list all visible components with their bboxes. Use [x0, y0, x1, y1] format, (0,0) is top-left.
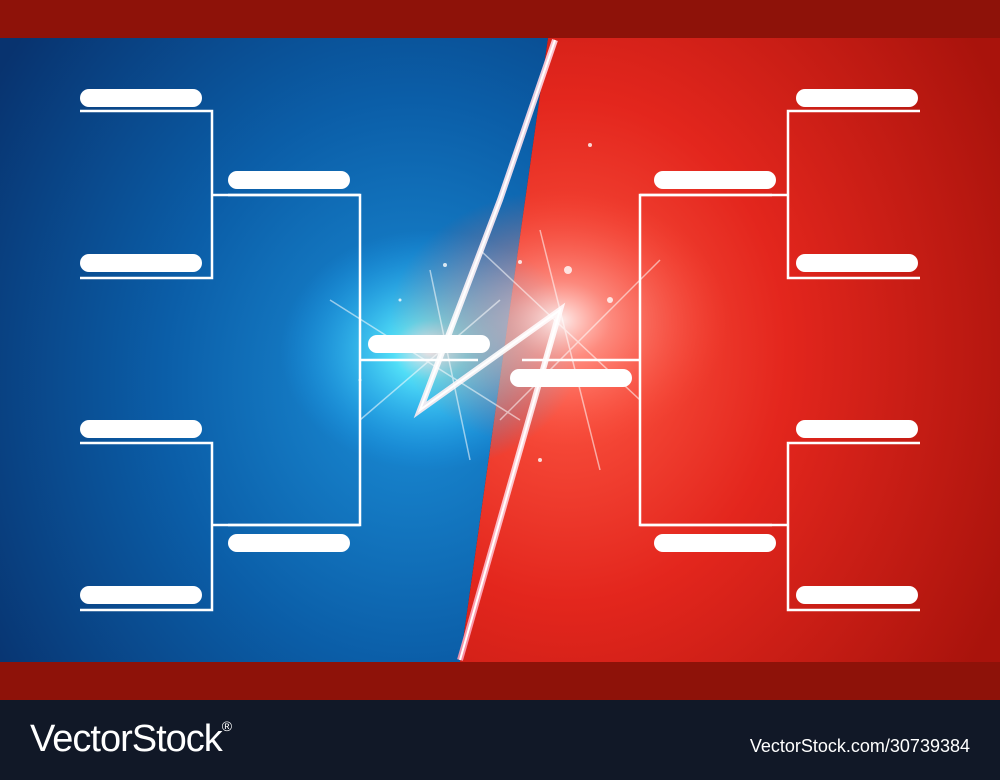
right-round1-slot-1[interactable]: [796, 89, 918, 107]
brand-name: VectorStock: [30, 718, 223, 760]
left-round2-slot-1[interactable]: [228, 171, 350, 189]
right-bracket-lines: [522, 109, 920, 612]
left-bracket-lines: [80, 109, 478, 612]
brand-logo: VectorStock®: [30, 718, 232, 761]
left-round1-slot-2[interactable]: [80, 254, 202, 272]
image-credit: VectorStock.com/30739384: [749, 736, 970, 756]
left-semifinal-slot[interactable]: [368, 335, 490, 353]
footer: VectorStock® VectorStock.com/30739384: [0, 700, 1000, 780]
left-round1-slot-3[interactable]: [80, 420, 202, 438]
bottom-band: [0, 662, 1000, 700]
right-round2-slot-2[interactable]: [654, 534, 776, 552]
brand-mark: ®: [221, 718, 232, 734]
right-semifinal-slot[interactable]: [510, 369, 632, 387]
blue-panel: [0, 38, 548, 662]
right-round1-slot-2[interactable]: [796, 254, 918, 272]
right-round1-slot-4[interactable]: [796, 586, 918, 604]
top-band: [0, 0, 1000, 38]
left-round1-slot-1[interactable]: [80, 89, 202, 107]
bracket-artwork: [0, 38, 1000, 662]
left-round2-slot-2[interactable]: [228, 534, 350, 552]
light-rays: [329, 229, 661, 471]
right-round1-slot-3[interactable]: [796, 420, 918, 438]
left-round1-slot-4[interactable]: [80, 586, 202, 604]
right-round2-slot-1[interactable]: [654, 171, 776, 189]
